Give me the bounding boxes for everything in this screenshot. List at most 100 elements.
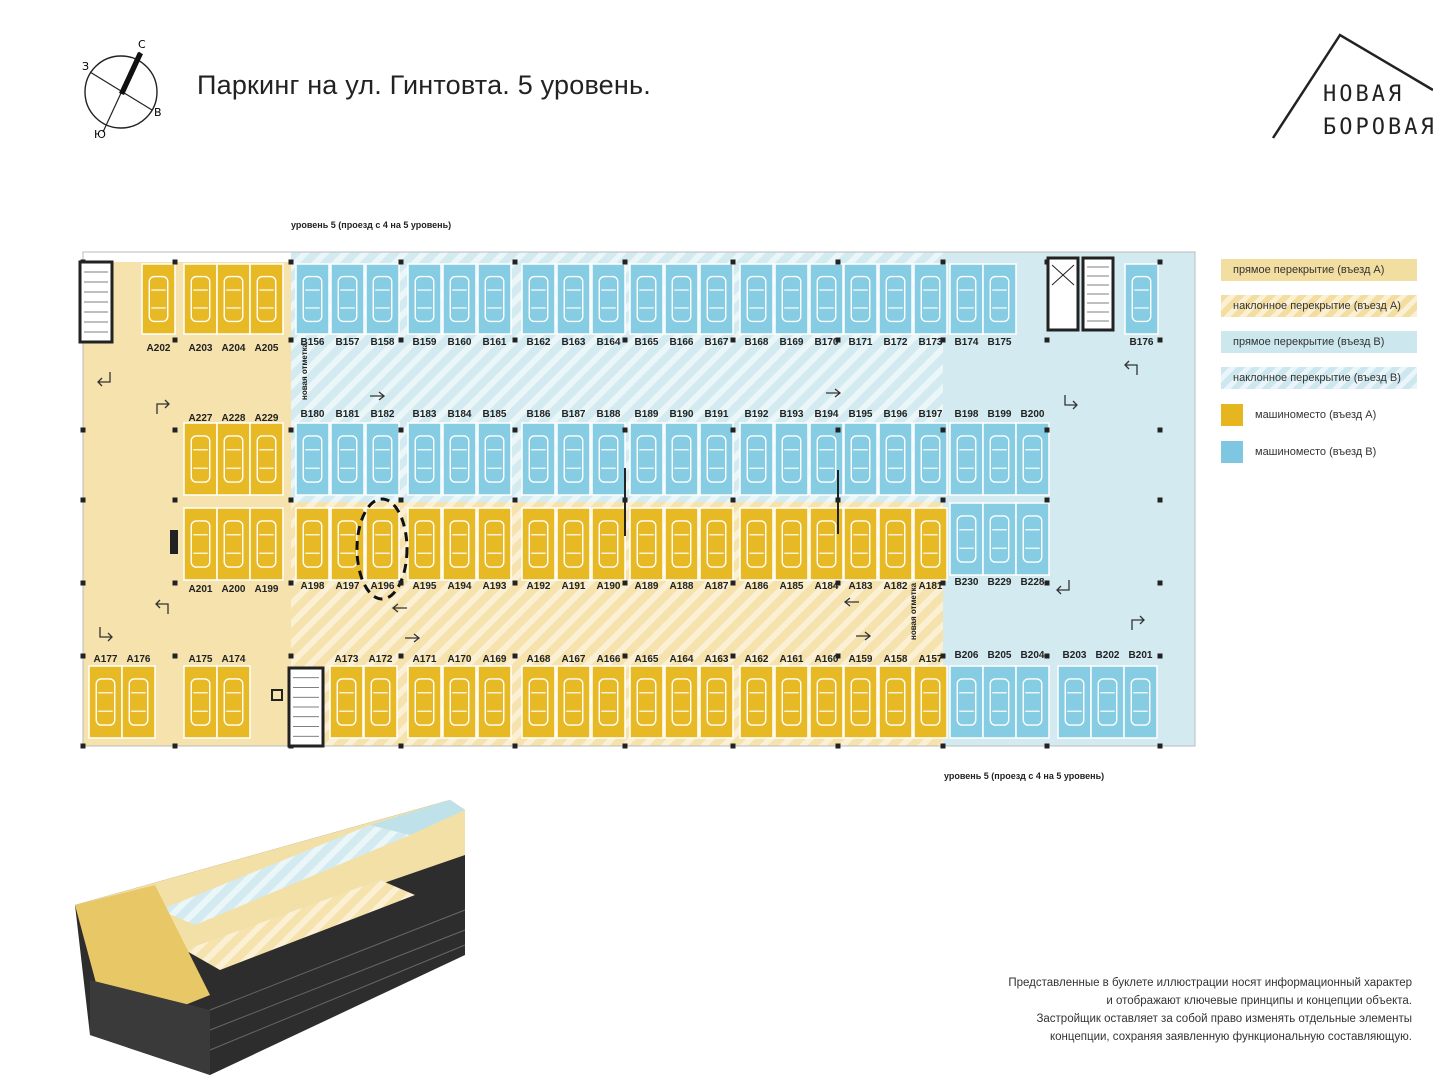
compass-west-label: З [82,60,89,73]
slot-label-A185: A185 [780,581,804,592]
parking-slot-B156 [295,263,330,335]
car-icon [563,678,584,726]
column-marker [512,427,518,433]
car-icon [128,678,149,726]
compass-north-label: С [138,40,146,51]
slot-label-A176: A176 [127,654,151,665]
parking-slot-B197 [913,422,948,496]
slot-label-B229: B229 [988,577,1012,588]
car-icon [223,275,244,323]
column-marker [730,337,736,343]
column-marker [730,497,736,503]
slot-label-A198: A198 [301,581,325,592]
car-icon [636,275,657,323]
legend-swatch-a-label: машиноместо (въезд А) [1255,409,1377,421]
column-marker [622,653,628,659]
compass-south-label: Ю [94,128,106,140]
parking-slot-B184 [442,422,477,496]
parking-slot-B228 [1015,502,1050,576]
slot-label-A184: A184 [815,581,839,592]
parking-slot-B206 [949,665,984,739]
car-icon [671,435,692,483]
parking-slot-B188 [591,422,626,496]
parking-slot-B199 [982,422,1017,496]
slot-label-A196: A196 [371,581,395,592]
car-icon [1130,678,1151,726]
slot-label-A202: A202 [147,343,171,354]
column-marker [835,653,841,659]
parking-slot-A166 [591,665,626,739]
column-marker [730,743,736,749]
slot-label-A192: A192 [527,581,551,592]
car-icon [302,275,323,323]
isometric-view [75,800,466,1075]
column-marker [1157,497,1163,503]
parking-slot-A195 [407,507,442,581]
column-marker [1044,337,1050,343]
slot-label-B204: B204 [1021,650,1045,661]
parking-slot-A189 [629,507,664,581]
parking-slot-B162 [521,263,556,335]
car-icon [989,678,1010,726]
column-marker [398,580,404,586]
slot-label-A177: A177 [94,654,118,665]
parking-slot-B168 [739,263,774,335]
column-marker [398,337,404,343]
car-icon [598,520,619,568]
car-icon [414,435,435,483]
column-marker [288,580,294,586]
parking-slot-A163 [699,665,734,739]
column-marker [835,580,841,586]
parking-slot-A183 [843,507,878,581]
column-marker [730,653,736,659]
parking-slot-B187 [556,422,591,496]
direction-arrow [1131,615,1145,630]
direction-arrow [856,631,872,641]
car-icon [1131,275,1152,323]
parking-slot-B158 [365,263,400,335]
car-icon [95,678,116,726]
slot-label-B165: B165 [635,337,659,348]
parking-slot-A188 [664,507,699,581]
slot-label-A165: A165 [635,654,659,665]
car-icon [256,435,277,483]
parking-slot-A201 [183,507,218,581]
parking-slot-A228 [216,422,251,496]
slot-label-B185: B185 [483,409,507,420]
ramp-note-top: уровень 5 (проезд с 4 на 5 уровень) [291,220,452,230]
logo-line-2: БОРОВАЯ [1323,115,1437,140]
slot-label-B169: B169 [780,337,804,348]
roof-logo-icon [1271,33,1433,139]
direction-arrow [156,399,170,414]
slot-label-A191: A191 [562,581,586,592]
car-icon [598,435,619,483]
car-icon [746,678,767,726]
column-marker [512,337,518,343]
legend-item-flat-a: прямое перекрытие (въезд А) [1221,259,1417,281]
slot-label-B183: B183 [413,409,437,420]
slot-label-A168: A168 [527,654,551,665]
car-icon [850,275,871,323]
car-icon [885,435,906,483]
column-marker [172,743,178,749]
compass-icon: С З В Ю [82,40,162,140]
car-icon [337,275,358,323]
slot-label-A169: A169 [483,654,507,665]
slot-label-B189: B189 [635,409,659,420]
column-marker [622,580,628,586]
parking-slot-A202 [141,263,176,335]
parking-slot-B205 [982,665,1017,739]
slot-label-A181: A181 [919,581,943,592]
slot-label-B160: B160 [448,337,472,348]
slot-label-B175: B175 [988,337,1012,348]
car-icon [563,435,584,483]
disclaimer-line-4: концепции, сохраняя заявленную функциона… [1050,1031,1412,1043]
slot-label-B157: B157 [336,337,360,348]
parking-slot-B163 [556,263,591,335]
slot-label-B201: B201 [1129,650,1153,661]
column-marker [835,337,841,343]
column-marker [1044,427,1050,433]
slot-label-B198: B198 [955,409,979,420]
car-icon [598,275,619,323]
slot-label-A199: A199 [255,584,279,595]
